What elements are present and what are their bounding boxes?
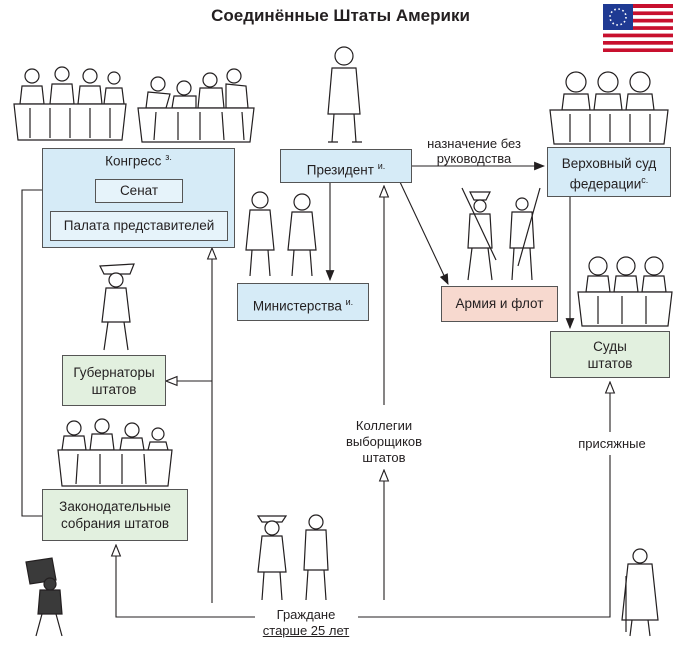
ministries-label: Министерства [252, 298, 342, 314]
president-illustration [327, 46, 362, 143]
worker-illustration [25, 557, 63, 637]
diagram-title: Соединённые Штаты Америки [211, 6, 470, 25]
state-courts-box: Суды штатов [550, 331, 670, 378]
state-court-illustration [577, 256, 673, 327]
house-box: Палата представителей [50, 211, 228, 241]
congress-mark: з. [165, 152, 172, 162]
us-flag-icon [603, 4, 673, 52]
congress-label: Конгресс [105, 153, 162, 169]
congress-debate-illustration [137, 68, 255, 143]
ministers-illustration [245, 191, 317, 277]
army-box: Армия и флот [441, 286, 558, 322]
citizen-coat-illustration [621, 548, 659, 637]
governors-box: Губернаторы штатов [62, 355, 166, 406]
supreme-court-illustration [549, 71, 669, 145]
citizens-illustration [256, 514, 329, 601]
ministries-mark: и. [345, 297, 354, 307]
congress-table-illustration [13, 66, 127, 141]
president-label: Президент [306, 162, 374, 178]
citizens-label: Граждане старше 25 лет [262, 607, 350, 638]
arrow-citizens-legislatures [116, 545, 255, 618]
line-citizens-jurors [358, 455, 611, 618]
legislature-illustration [57, 418, 173, 487]
congress-box: Конгресс з. Сенат Палата представителей [42, 148, 235, 248]
arrow-president-army [399, 181, 449, 285]
legislatures-box: Законодательные собрания штатов [42, 489, 188, 541]
electors-label: Коллегии выборщиков штатов [329, 418, 439, 466]
supreme-court-box: Верховный суд федерациис. [547, 147, 671, 197]
supreme-court-mark: с. [641, 175, 649, 185]
president-mark: и. [377, 161, 386, 171]
ministries-box: Министерства и. [237, 283, 369, 321]
president-box: Президент и. [280, 149, 412, 183]
governor-illustration [99, 263, 135, 351]
jurors-label: присяжные [567, 436, 657, 451]
soldiers-illustration [461, 187, 541, 281]
appointment-label: назначение без руководства [427, 136, 521, 166]
senate-box: Сенат [95, 179, 183, 203]
